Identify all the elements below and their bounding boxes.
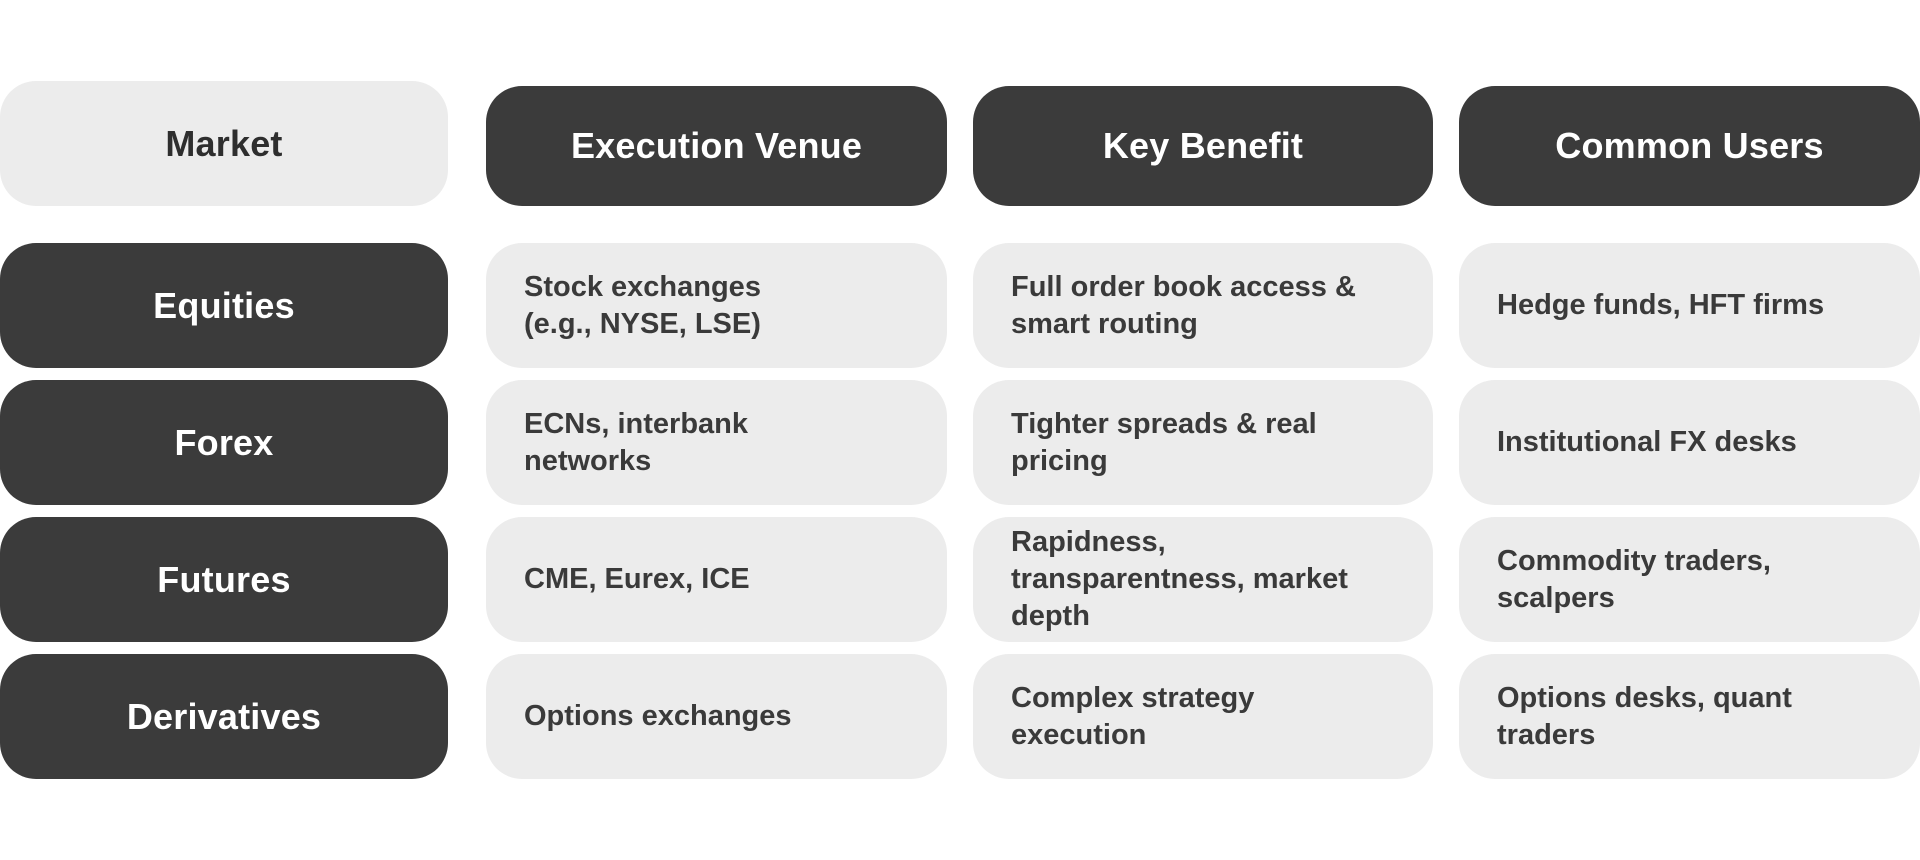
- cell-common-users: Institutional FX desks: [1459, 380, 1920, 505]
- cell-text: Stock exchanges (e.g., NYSE, LSE): [524, 270, 761, 340]
- cell-key-benefit: Tighter spreads & real pricing: [973, 380, 1433, 505]
- cell-execution-venue: Options exchanges: [486, 654, 947, 779]
- cell-common-users: Hedge funds, HFT firms: [1459, 243, 1920, 368]
- cell-text: Options desks, quant traders: [1497, 681, 1792, 751]
- cell-text: Commodity traders, scalpers: [1497, 544, 1771, 614]
- row-label-text: Futures: [157, 558, 291, 600]
- row-label-text: Derivatives: [126, 695, 322, 737]
- row-label-text: Forex: [174, 421, 274, 463]
- cell-text: Hedge funds, HFT firms: [1497, 289, 1825, 321]
- cell-text: Tighter spreads & real pricing: [1011, 407, 1317, 477]
- cell-execution-venue: ECNs, interbank networks: [486, 380, 947, 505]
- header-key-benefit: Key Benefit: [973, 86, 1433, 206]
- cell-key-benefit: Full order book access & smart routing: [973, 243, 1433, 368]
- row-label-text: Equities: [153, 284, 295, 326]
- cell-text: Institutional FX desks: [1497, 426, 1797, 458]
- header-execution-venue-label: Execution Venue: [570, 125, 863, 166]
- cell-text: Complex strategy execution: [1011, 681, 1255, 751]
- cell-text: Options exchanges: [524, 700, 792, 732]
- cell-execution-venue: CME, Eurex, ICE: [486, 517, 947, 642]
- cell-text: CME, Eurex, ICE: [524, 563, 750, 595]
- header-market-label: Market: [165, 122, 283, 164]
- cell-key-benefit: Rapidness, transparentness, market depth: [973, 517, 1433, 642]
- cell-common-users: Options desks, quant traders: [1459, 654, 1920, 779]
- header-market: Market: [0, 81, 448, 206]
- header-common-users: Common Users: [1459, 86, 1920, 206]
- cell-key-benefit: Complex strategy execution: [973, 654, 1433, 779]
- row-label-derivatives: Derivatives: [0, 654, 448, 779]
- row-label-futures: Futures: [0, 517, 448, 642]
- header-key-benefit-label: Key Benefit: [1102, 125, 1304, 166]
- cell-text: Full order book access & smart routing: [1011, 270, 1356, 340]
- header-execution-venue: Execution Venue: [486, 86, 947, 206]
- cell-common-users: Commodity traders, scalpers: [1459, 517, 1920, 642]
- row-label-forex: Forex: [0, 380, 448, 505]
- cell-text: Rapidness, transparentness, market depth: [1011, 526, 1348, 632]
- row-label-equities: Equities: [0, 243, 448, 368]
- header-common-users-label: Common Users: [1555, 125, 1824, 166]
- cell-execution-venue: Stock exchanges (e.g., NYSE, LSE): [486, 243, 947, 368]
- cell-text: ECNs, interbank networks: [524, 407, 748, 477]
